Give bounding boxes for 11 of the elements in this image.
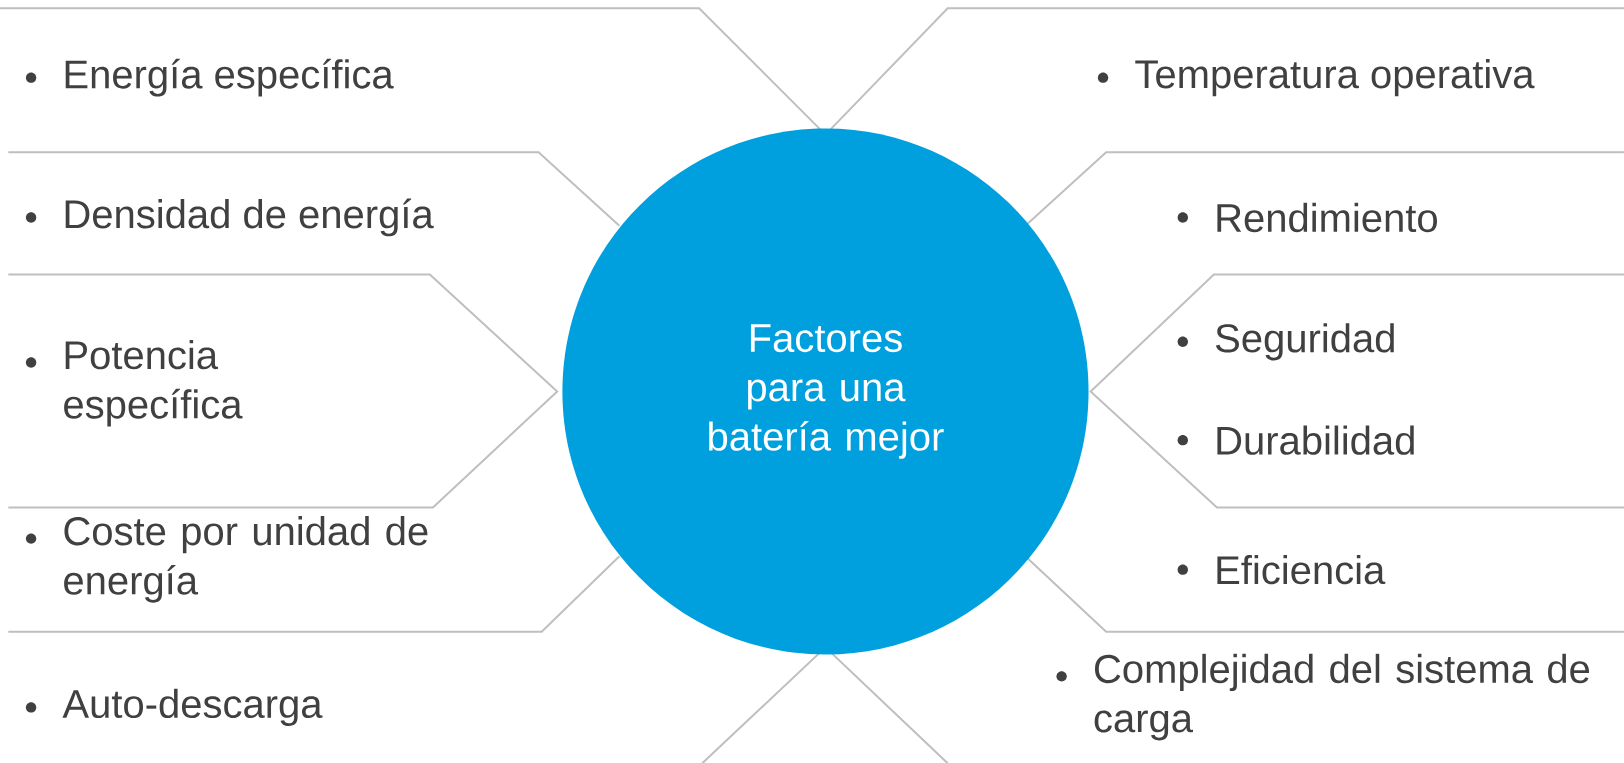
bullet-item: Potencia específica <box>25 339 243 427</box>
bullet-item: Densidad de energía <box>25 198 434 237</box>
bullet-item: Complejidad del sistema de carga <box>1056 653 1590 741</box>
bullet-item: Temperatura operativa <box>1097 59 1535 97</box>
bullet-item: Seguridad <box>1177 323 1394 361</box>
bullet-item: Coste por unidad de energía <box>25 516 428 603</box>
bullet-item: Auto-descarga <box>25 688 323 727</box>
bullet-item: Rendimiento <box>1177 202 1437 233</box>
bullet-item: Eficiencia <box>1177 554 1386 585</box>
bullet-item: Energía específica <box>25 58 394 97</box>
bullet-item: Durabilidad <box>1177 425 1414 455</box>
